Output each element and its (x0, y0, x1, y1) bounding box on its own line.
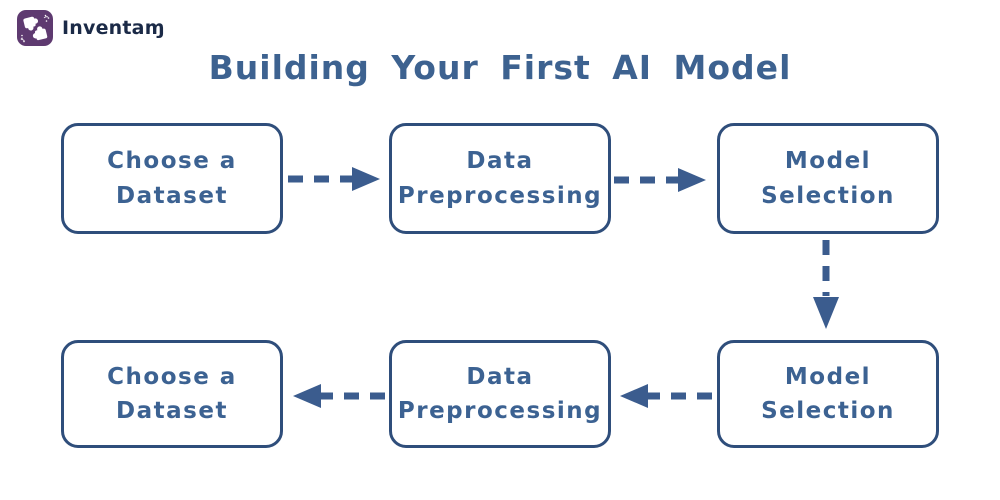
arrow-right-2 (614, 168, 706, 192)
flow-box-model-selection-bottom: Model Selection (717, 340, 939, 448)
page-title: Building Your First AI Model (208, 48, 792, 88)
flow-box-label: Model (784, 148, 872, 174)
arrow-left-1 (620, 384, 712, 408)
arrow-left-2 (293, 384, 385, 408)
flow-box-data-preprocessing-bottom: Data Preprocessing (389, 340, 611, 448)
flow-box-label: Preprocessing (397, 398, 603, 424)
flow-box-label: Data (466, 148, 534, 174)
brand-name: Inventaɱ (62, 17, 165, 39)
flow-box-label: Choose a (107, 363, 237, 390)
flow-box-label: Selection (761, 182, 895, 209)
puzzle-pieces-icon (17, 10, 53, 46)
flow-box-label: Dataset (116, 398, 228, 424)
flow-box-label: Preprocessing (397, 182, 603, 209)
flow-box-data-preprocessing-top: Data Preprocessing (389, 123, 611, 234)
flow-box-label: Dataset (116, 182, 228, 209)
flow-box-choose-dataset-top: Choose a Dataset (61, 123, 283, 234)
flow-box-choose-dataset-bottom: Choose a Dataset (61, 340, 283, 448)
flow-box-label: Data (466, 363, 534, 390)
flow-box-label: Selection (761, 398, 895, 424)
flow-box-label: Model (784, 363, 872, 390)
logo: Inventaɱ (16, 9, 165, 47)
arrow-right-1 (288, 167, 380, 191)
flow-box-model-selection-top: Model Selection (717, 123, 939, 234)
flow-box-label: Choose a (107, 148, 237, 174)
arrow-down (813, 240, 839, 329)
